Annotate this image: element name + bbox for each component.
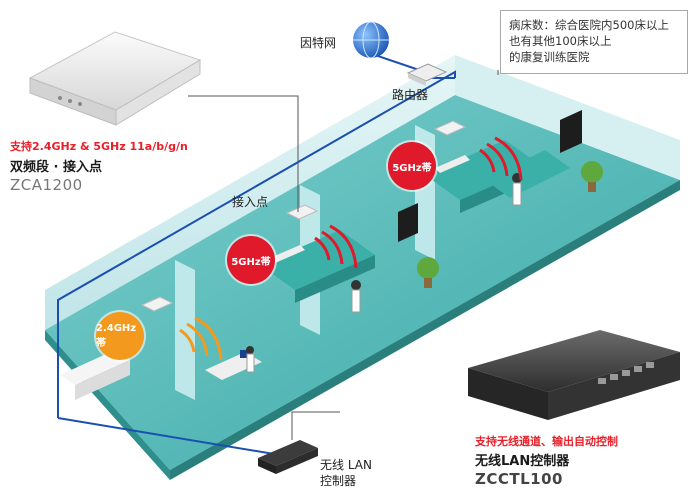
controller-title: 无线LAN控制器 bbox=[475, 454, 570, 469]
ap-feature-text: 支持2.4GHz & 5GHz 11a/b/g/n bbox=[10, 140, 188, 153]
ceiling-access-points bbox=[140, 120, 467, 312]
note-line-2: 也有其他100床以上 bbox=[509, 34, 612, 48]
wlan-controller-label-line2: 控制器 bbox=[320, 474, 357, 488]
band-badge-24ghz: 2.4GHz帯 bbox=[96, 312, 144, 360]
ap-model: ZCA1200 bbox=[10, 176, 83, 194]
note-line-1: 病床数：综合医院内500床以上 bbox=[509, 18, 669, 32]
router-label: 路由器 bbox=[392, 88, 429, 102]
internet-globe-icon bbox=[353, 21, 389, 59]
people bbox=[246, 173, 522, 373]
internet-label: 因特网 bbox=[300, 36, 337, 50]
leader-lines bbox=[188, 70, 499, 440]
controller-product-image bbox=[468, 330, 680, 420]
access-point-label: 接入点 bbox=[232, 195, 269, 209]
router-device bbox=[406, 63, 448, 86]
band-badge-5ghz-room2: 5GHz帯 bbox=[388, 142, 436, 190]
wlan-controller-label-line1: 无线 LAN bbox=[320, 458, 372, 472]
ap-title: 双频段 · 接入点 bbox=[10, 160, 102, 175]
plants bbox=[417, 161, 603, 288]
controller-feature-text: 支持无线通道、输出自动控制 bbox=[475, 435, 618, 448]
patient-beds bbox=[260, 140, 570, 303]
controller-model: ZCCTL100 bbox=[475, 470, 563, 488]
note-line-3: 的康复训练医院 bbox=[509, 50, 590, 64]
wall-tvs bbox=[398, 110, 582, 242]
signal-waves bbox=[179, 136, 523, 361]
small-controller-device bbox=[258, 440, 318, 474]
bed-count-note: 病床数：综合医院内500床以上 也有其他100床以上 的康复训练医院 bbox=[500, 10, 688, 74]
access-point-product-image bbox=[28, 31, 202, 126]
band-badge-5ghz-room1: 5GHz帯 bbox=[227, 236, 275, 284]
